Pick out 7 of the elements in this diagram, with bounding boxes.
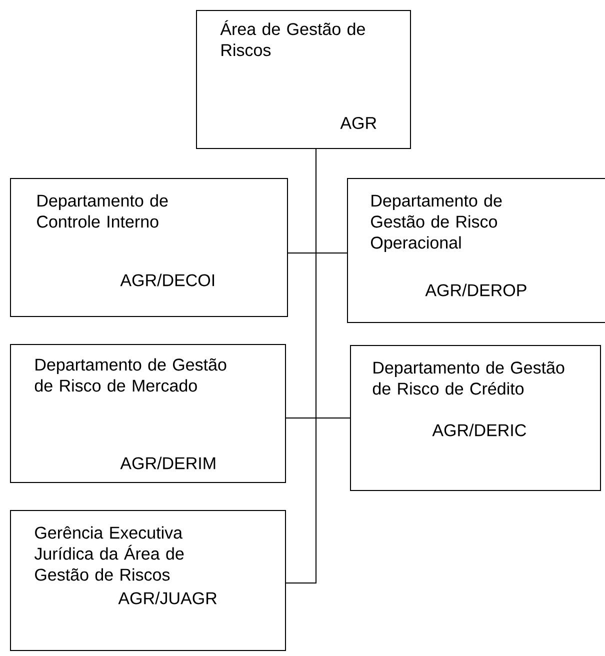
org-box: Área de Gestão de Riscos AGR xyxy=(196,10,411,149)
org-box: Departamento de Gestão de Risco de Crédito AGR/DERIC xyxy=(350,345,601,491)
org-box: Departamento de Controle Interno AGR/DECOI xyxy=(10,178,288,317)
org-box: Departamento de Gestão de Risco de Mercado AGR/DERIM xyxy=(10,344,286,483)
org-box: Departamento de Gestão de Risco Operacional AGR/DEROP xyxy=(347,178,605,323)
org-box: Gerência Executiva Jurídica da Área de Gestão de Riscos AGR/JUAGR xyxy=(10,510,286,651)
connector-line xyxy=(286,148,316,584)
